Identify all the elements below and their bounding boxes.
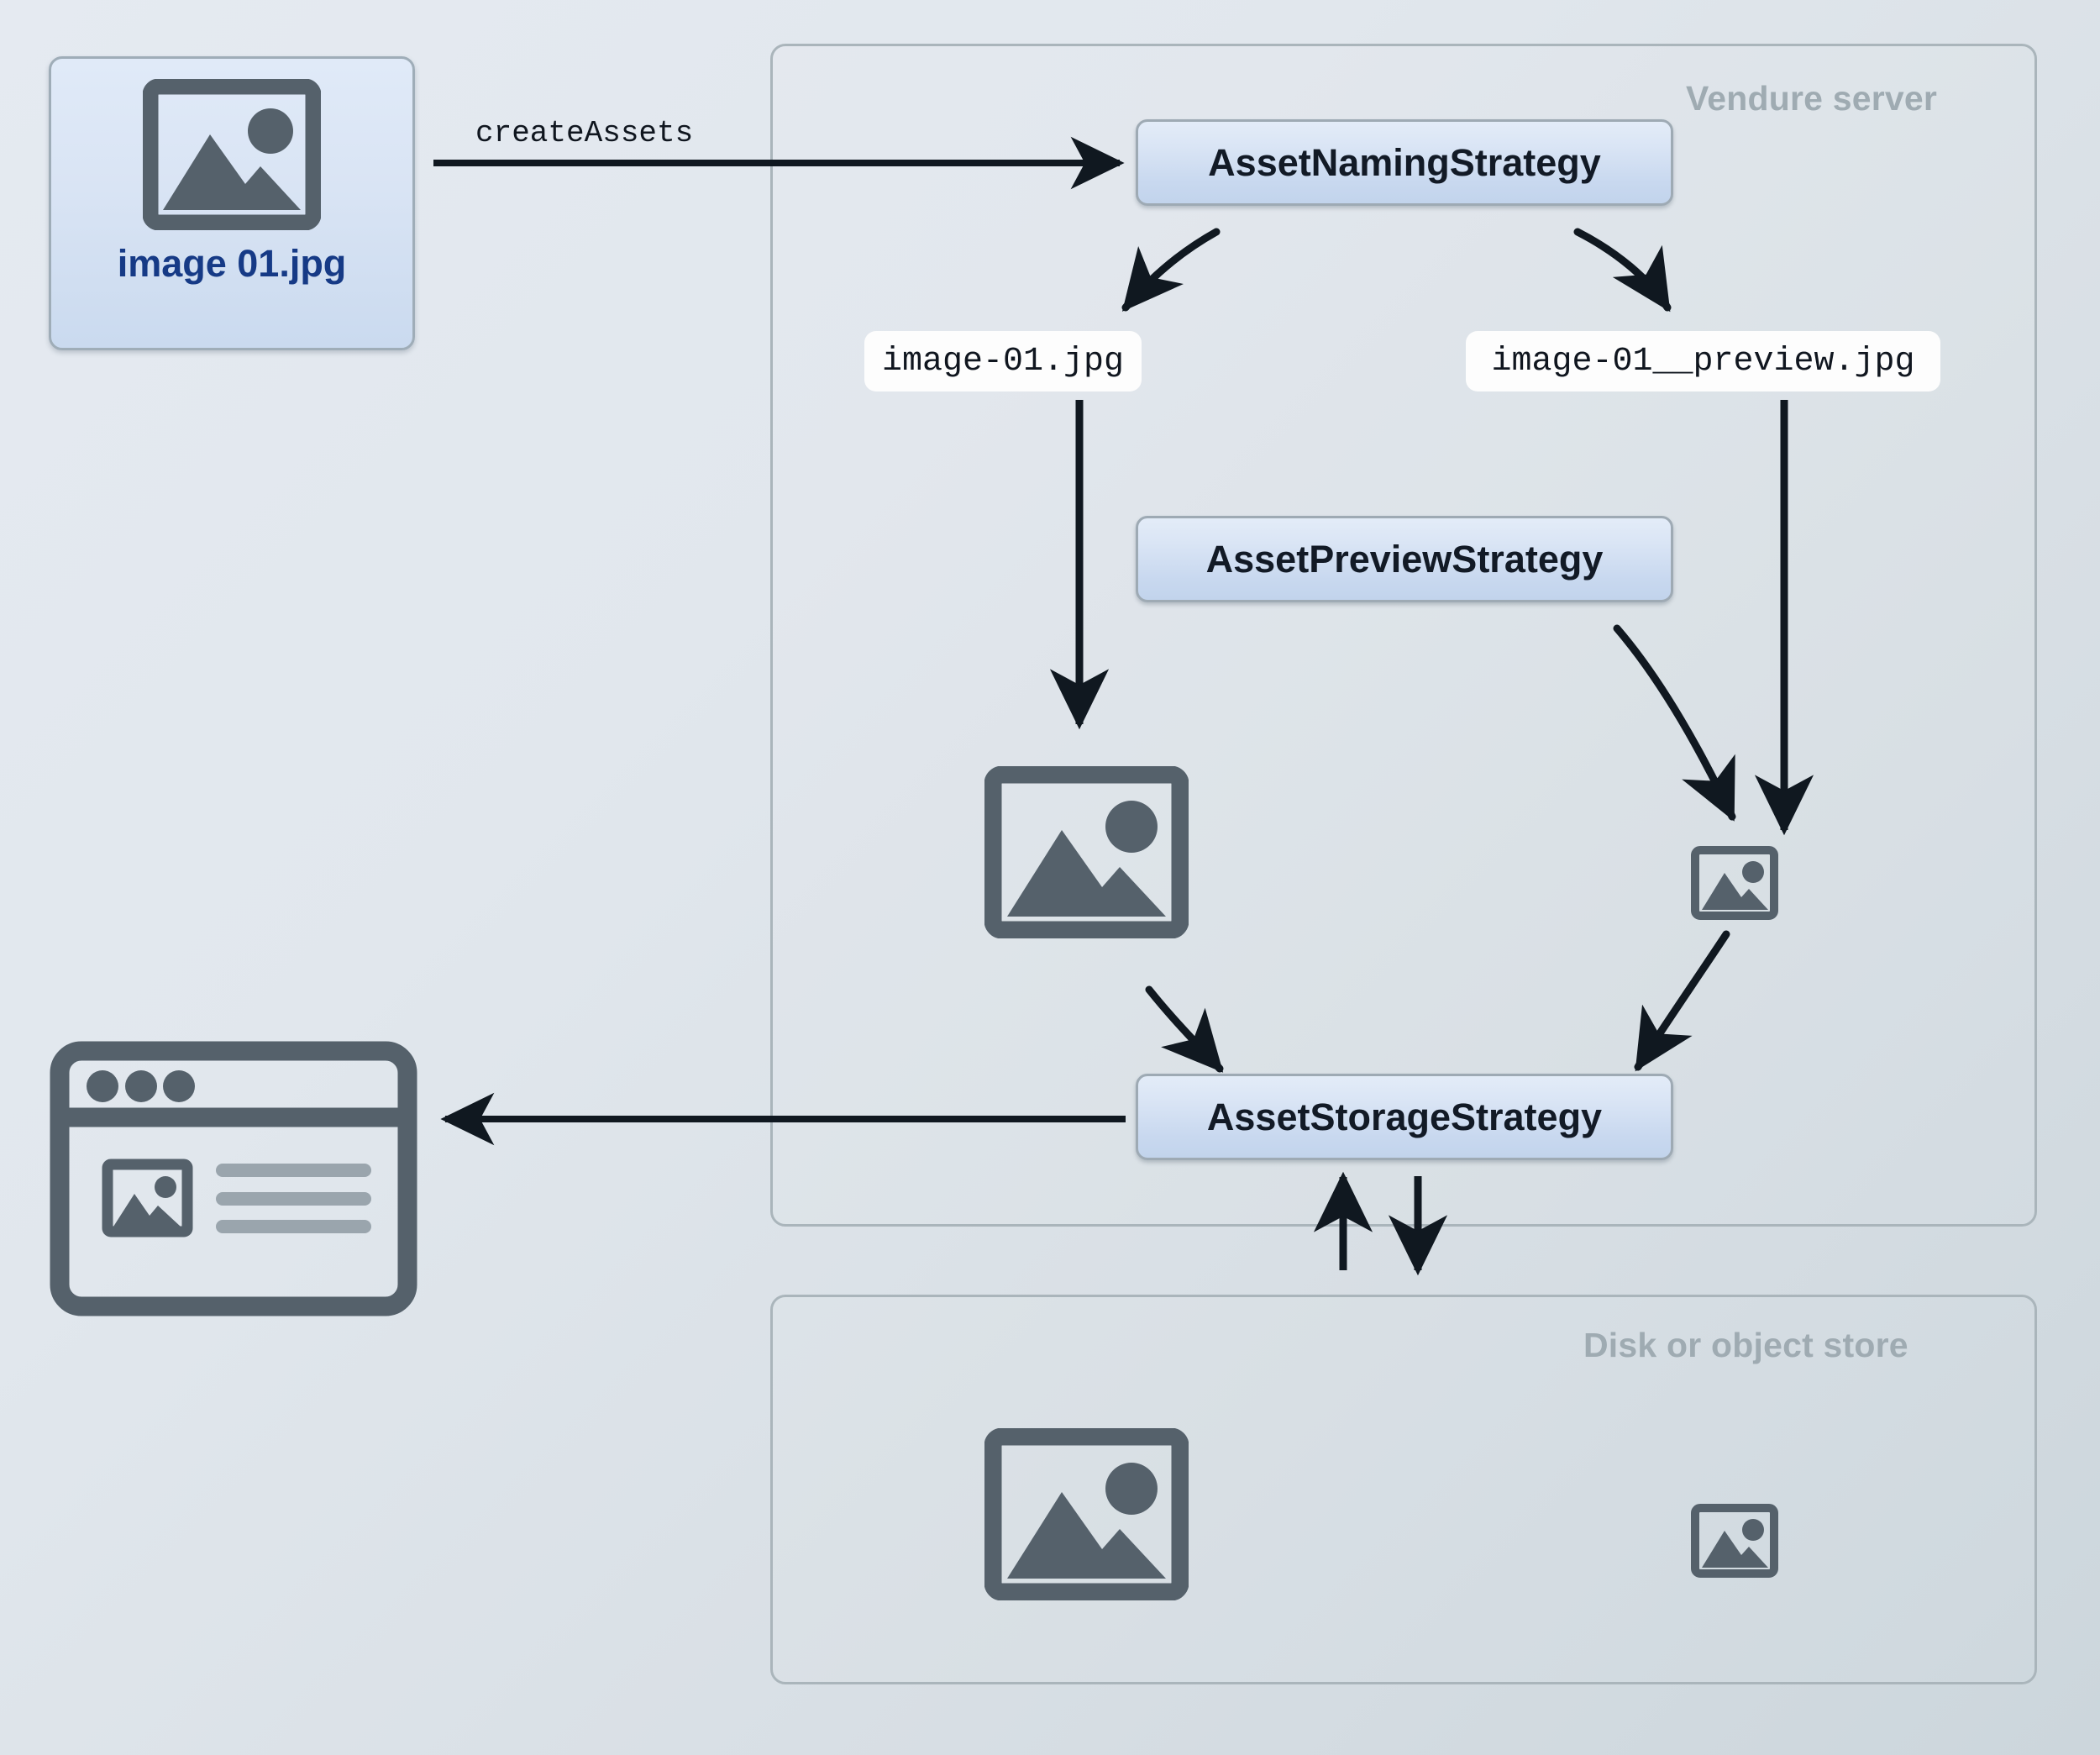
asset-naming-strategy-box[interactable]: AssetNamingStrategy — [1136, 119, 1673, 206]
group-vendure-server — [770, 44, 2037, 1227]
browser-window-icon — [49, 1040, 418, 1317]
asset-preview-strategy-label: AssetPreviewStrategy — [1205, 537, 1604, 581]
group-disk-or-object-store — [770, 1295, 2037, 1684]
preview-filename-label: image-01__preview.jpg — [1491, 342, 1915, 381]
image-icon — [143, 79, 321, 230]
store-preview-image-icon — [1691, 1504, 1778, 1578]
store-source-image-icon — [984, 1428, 1189, 1600]
window-dot — [87, 1070, 118, 1102]
asset-storage-strategy-label: AssetStorageStrategy — [1206, 1095, 1603, 1138]
source-asset-card[interactable]: image 01.jpg — [49, 56, 415, 350]
asset-preview-strategy-box[interactable]: AssetPreviewStrategy — [1136, 516, 1673, 602]
preview-image-icon — [1691, 846, 1778, 920]
source-filename-label: image-01.jpg — [881, 342, 1125, 381]
asset-storage-strategy-box[interactable]: AssetStorageStrategy — [1136, 1074, 1673, 1160]
window-dot — [125, 1070, 157, 1102]
group-disk-or-object-store-label: Disk or object store — [1583, 1326, 1908, 1364]
edge-label-create-assets: createAssets — [475, 116, 694, 150]
group-vendure-server-label: Vendure server — [1686, 79, 1938, 118]
source-filename-chip: image-01.jpg — [864, 331, 1142, 391]
asset-naming-strategy-label: AssetNamingStrategy — [1208, 140, 1601, 184]
preview-filename-chip: image-01__preview.jpg — [1466, 331, 1940, 391]
source-asset-label: image 01.jpg — [117, 242, 347, 285]
source-image-icon — [984, 766, 1189, 938]
window-dot — [163, 1070, 195, 1102]
